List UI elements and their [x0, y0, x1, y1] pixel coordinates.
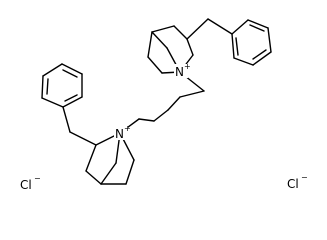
chloride-left-symbol: Cl: [20, 178, 32, 192]
chloride-left-charge: −: [34, 174, 41, 183]
chloride-ion-left: Cl −: [20, 174, 41, 192]
chloride-right-symbol: Cl: [287, 177, 299, 191]
nitrogen-bottom-charge: +: [124, 124, 131, 133]
bottom-quinuclidinium-cage: [85, 132, 135, 185]
nitrogen-top-symbol: N: [175, 65, 184, 79]
chemical-structure: N + N + Cl − Cl −: [20, 18, 308, 192]
chloride-right-charge: −: [301, 173, 308, 182]
nitrogen-atom-top: N +: [174, 62, 191, 79]
nitrogen-bottom-symbol: N: [115, 127, 124, 141]
nitrogen-atom-bottom: N +: [114, 124, 131, 141]
nitrogen-top-charge: +: [184, 62, 191, 71]
bottom-benzyl-group: [41, 63, 97, 146]
top-benzyl-group: [186, 18, 272, 66]
alkyl-linker-chain: [119, 71, 205, 134]
chloride-ion-right: Cl −: [287, 173, 308, 191]
